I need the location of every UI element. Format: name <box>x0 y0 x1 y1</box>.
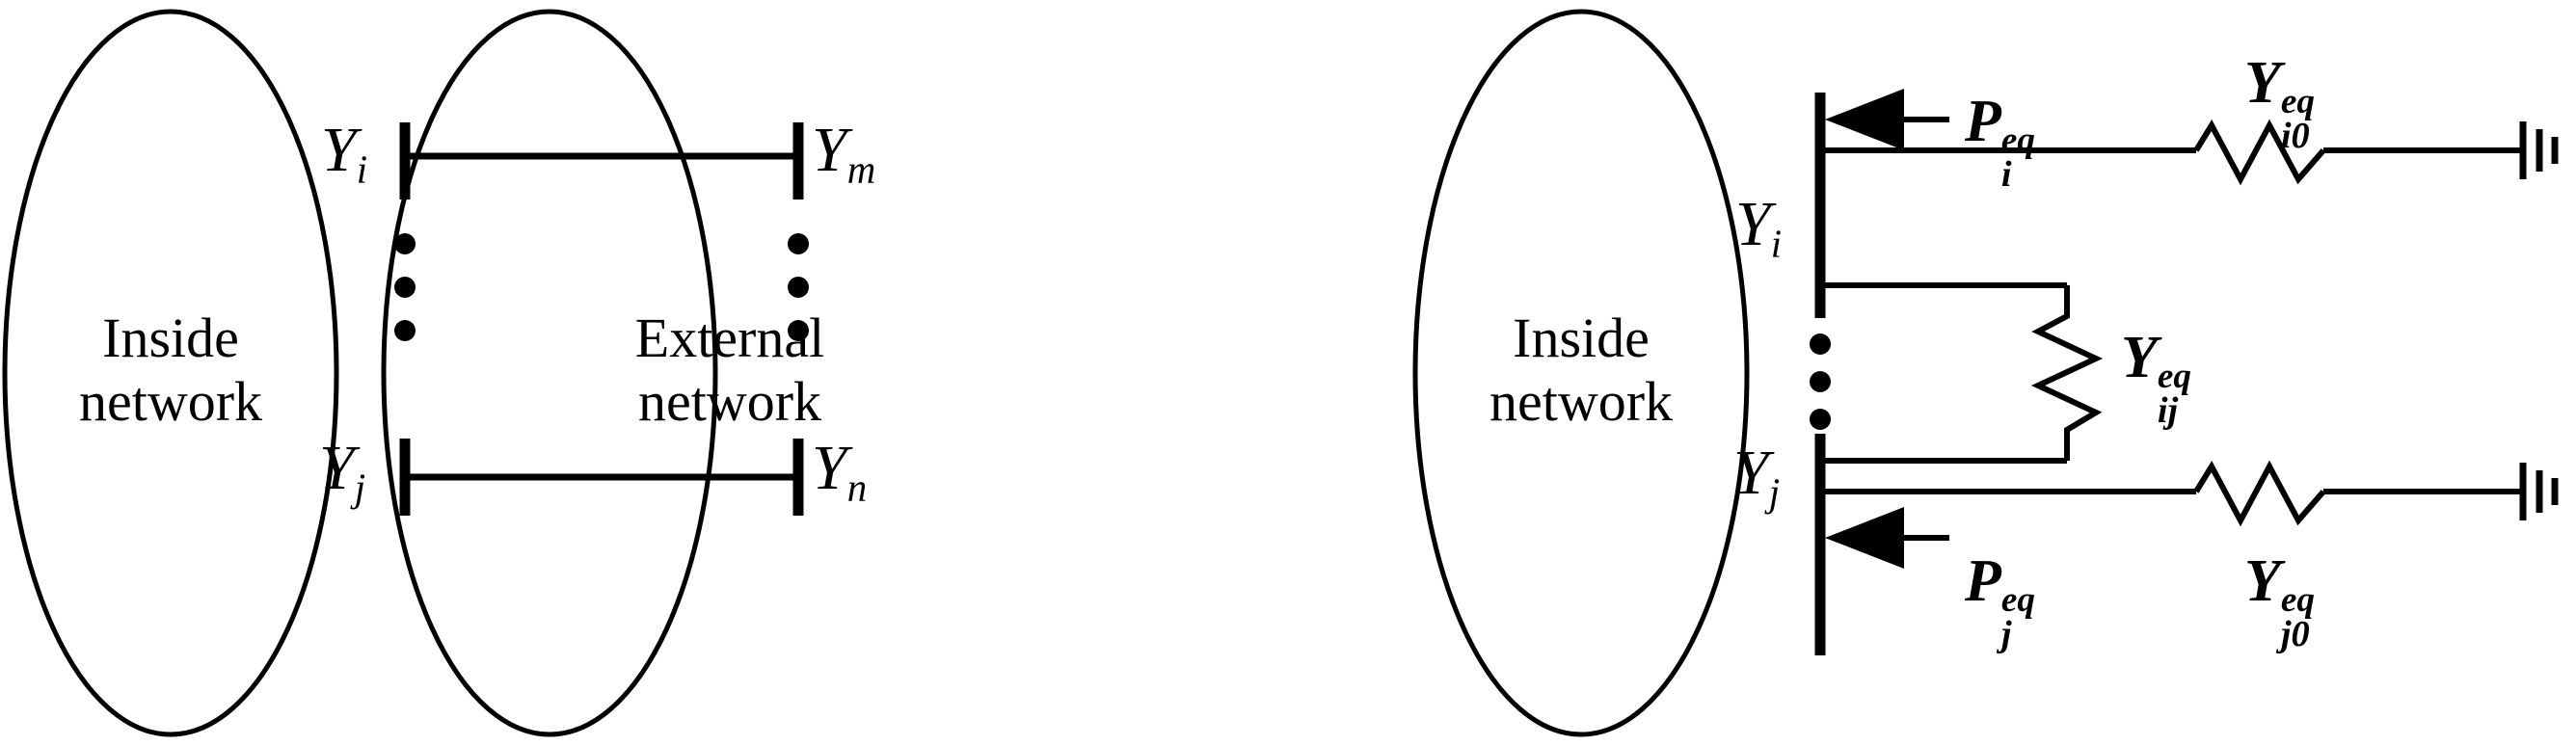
inside-network-ellipse-left <box>2 9 339 737</box>
bus-label-yj-left-base: Y <box>319 433 355 503</box>
external-network-caption: External network <box>590 306 870 434</box>
bus-label-yj-right-sub: j <box>1768 470 1781 515</box>
injection-label-pi-base: P <box>1965 89 2001 154</box>
bus-label-ym: Ym <box>812 119 875 190</box>
bus-label-yj-right-base: Y <box>1733 438 1769 508</box>
series-label-yij-sup: eq <box>2157 357 2191 397</box>
series-label-yij-sub: ij <box>2157 390 2179 432</box>
external-network-ellipse <box>381 9 718 737</box>
external-network-caption-line1: External <box>634 306 825 369</box>
inside-network-caption-left-line1: Inside <box>102 306 239 369</box>
bus-label-yi-right: Yi <box>1735 193 1782 264</box>
bus-label-ym-sub: m <box>846 147 876 192</box>
inside-network-ellipse-right <box>1412 9 1750 737</box>
ellipsis-dot-left-external-2 <box>788 277 809 298</box>
injection-label-pj-sup: eq <box>2000 580 2035 621</box>
inside-network-caption-left: Inside network <box>36 306 306 434</box>
injection-arrow-j <box>1825 507 1949 569</box>
bus-label-yj-left: Yj <box>319 437 365 508</box>
ellipsis-dot-left-inside-1 <box>394 233 416 254</box>
inside-network-caption-right-line1: Inside <box>1513 306 1650 369</box>
inside-network-caption-left-line2: network <box>78 370 263 434</box>
bus-label-yi-left-base: Y <box>321 115 357 185</box>
series-ij-resistor-zigzag <box>2030 285 2104 461</box>
bus-label-yn-base: Y <box>812 433 847 503</box>
ground-symbol-upper <box>2519 121 2559 179</box>
bus-label-yi-right-sub: i <box>1770 222 1783 266</box>
ellipsis-dot-right-2 <box>1810 371 1831 392</box>
injection-arrow-i <box>1825 89 1949 150</box>
shunt-label-yi0-base: Y <box>2244 50 2281 116</box>
left-panel-group <box>2 9 809 737</box>
ellipsis-dot-left-external-3 <box>788 320 809 341</box>
bus-label-yi-left: Yi <box>321 119 367 190</box>
bus-label-yi-left-sub: i <box>356 147 368 192</box>
inside-network-caption-right-line2: network <box>1489 370 1674 434</box>
shunt-label-yj0-sub: j0 <box>2280 614 2310 655</box>
bus-label-yj-right: Yj <box>1733 441 1780 513</box>
right-panel-group <box>1412 9 2559 737</box>
shunt-label-yi0-sup: eq <box>2280 82 2315 122</box>
ellipsis-dot-left-inside-2 <box>394 277 416 298</box>
shunt-j0-resistor-zigzag <box>2193 460 2326 527</box>
inside-network-caption-right: Inside network <box>1446 306 1716 434</box>
bus-label-yi-right-base: Y <box>1735 189 1771 259</box>
ellipsis-dot-left-external-1 <box>788 233 809 254</box>
shunt-label-yi0-sub: i0 <box>2280 116 2310 157</box>
ellipsis-dot-left-inside-3 <box>394 320 416 341</box>
injection-label-pj-base: P <box>1965 548 2001 614</box>
bus-label-yj-left-sub: j <box>354 466 366 510</box>
injection-label-pj-sub: j <box>2000 614 2012 655</box>
external-network-caption-line2: network <box>637 370 822 434</box>
shunt-i0-resistor-zigzag <box>2193 119 2326 186</box>
shunt-label-yj0-base: Y <box>2244 548 2281 614</box>
injection-label-pi-sub: i <box>2000 154 2012 196</box>
injection-label-pi-sup: eq <box>2000 120 2035 161</box>
ground-symbol-lower <box>2519 463 2559 520</box>
ellipsis-dot-right-1 <box>1810 333 1831 355</box>
bus-label-yn: Yn <box>812 437 867 508</box>
bus-label-yn-sub: n <box>846 466 868 510</box>
series-label-yij-base: Y <box>2121 325 2158 390</box>
bus-label-ym-base: Y <box>812 115 847 185</box>
ellipsis-dot-right-3 <box>1810 409 1831 430</box>
shunt-label-yj0-sup: eq <box>2280 580 2315 621</box>
